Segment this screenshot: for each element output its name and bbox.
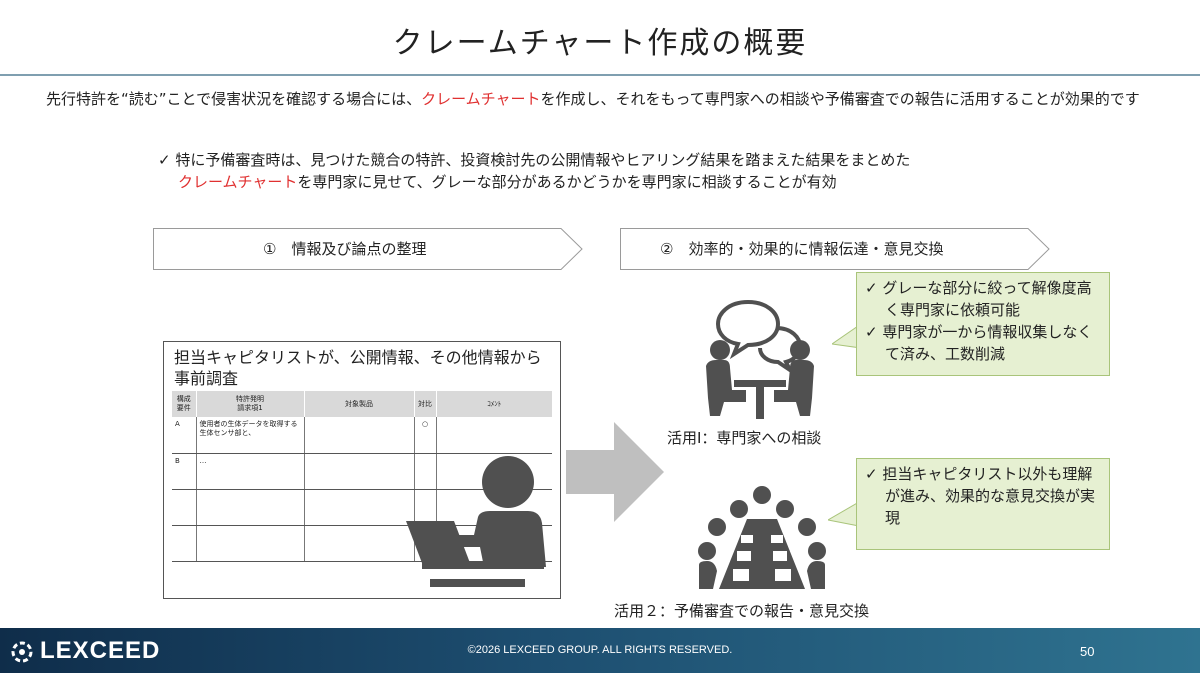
table-cell: A (172, 417, 196, 454)
header-cell: 対比 (413, 391, 436, 417)
table-cell: ○ (413, 417, 436, 454)
footer-brand: LEXCEED (40, 637, 161, 664)
table-cell (195, 525, 304, 562)
note-highlight: クレームチャート (178, 173, 298, 191)
table-row: B … (172, 453, 552, 490)
step-2-label: ② 効率的・効果的に情報伝達・意見交換 (660, 240, 944, 258)
footer-bar: LEXCEED ©2026 LEXCEED GROUP. ALL RIGHTS … (0, 628, 1200, 673)
table-row: A 使用者の生体データを取得する生体センサ部と、 ○ (172, 417, 552, 454)
callout-use2: ✓ 担当キャピタリスト以外も理解が進み、効果的な意見交換が実現 (856, 458, 1110, 550)
page-number: 50 (1080, 644, 1095, 659)
note-line-1: ✓ 特に予備審査時は、見つけた競合の特許、投資検討先の公開情報やヒアリング結果を… (158, 149, 1118, 171)
lexceed-logo-icon (11, 641, 33, 663)
callout-item: ✓ 担当キャピタリスト以外も理解が進み、効果的な意見交換が実現 (865, 465, 1096, 527)
note-text: ✓ 特に予備審査時は、見つけた競合の特許、投資検討先の公開情報やヒアリング結果を… (158, 149, 1118, 193)
table-cell: … (195, 453, 304, 490)
step-1-chevron: ① 情報及び論点の整理 (153, 228, 583, 270)
callout-use1: ✓ グレーな部分に絞って解像度高く専門家に依頼可能 ✓ 専門家が一から情報収集し… (856, 272, 1110, 376)
table-cell: 使用者の生体データを取得する生体センサ部と、 (195, 417, 304, 454)
note-line2: を専門家に見せて、グレーな部分があるかどうかを専門家に相談することが有効 (297, 173, 837, 191)
claim-chart-table: 構成 要件 特許発明 請求項1 対象製品 対比 ｺﾒﾝﾄ A 使用者の生体データ… (172, 391, 552, 562)
chevron-shape (620, 228, 1050, 270)
table-cell: B (172, 453, 196, 490)
table-cell (303, 417, 414, 454)
intro-part1: 先行特許を“読む”ことで侵害状況を確認する場合には、 (46, 90, 422, 108)
table-cell (303, 489, 414, 526)
arrow-right-icon (566, 422, 664, 522)
step-2-chevron: ② 効率的・効果的に情報伝達・意見交換 (620, 228, 1050, 270)
table-header-row: 構成 要件 特許発明 請求項1 対象製品 対比 ｺﾒﾝﾄ (172, 391, 552, 417)
person-laptop-icon (406, 456, 546, 587)
header-cell: 対象製品 (303, 391, 414, 417)
title-divider (0, 74, 1200, 76)
table-cell (303, 453, 414, 490)
callout-item: ✓ 専門家が一から情報収集しなくて済み、工数削減 (865, 323, 1093, 363)
step-1-label: ① 情報及び論点の整理 (263, 240, 427, 258)
table-cell (435, 417, 552, 454)
footer-copyright: ©2026 LEXCEED GROUP. ALL RIGHTS RESERVED… (467, 644, 733, 656)
caption-use1: 活用Ⅰ：専門家への相談 (667, 429, 822, 447)
intro-text: 先行特許を“読む”ことで侵害状況を確認する場合には、クレームチャートを作成し、そ… (46, 88, 1166, 110)
slide-title: クレームチャート作成の概要 (392, 26, 808, 61)
header-cell: 構成 要件 (172, 391, 196, 417)
table-cell (172, 525, 196, 562)
intro-part2: を作成し、それをもって専門家への相談や予備審査での報告に活用することが効果的です (540, 90, 1140, 108)
intro-highlight: クレームチャート (421, 90, 541, 108)
table-cell (303, 525, 414, 562)
consultation-icon (706, 299, 814, 419)
claim-chart-sheet: 担当キャピタリストが、公開情報、その他情報から事前調査 構成 要件 特許発明 請… (163, 341, 561, 599)
meeting-icon (698, 486, 826, 589)
table-cell (195, 489, 304, 526)
table-cell (172, 489, 196, 526)
note-line-2: クレームチャートを専門家に見せて、グレーな部分があるかどうかを専門家に相談するこ… (158, 171, 1118, 193)
table-cell (413, 453, 436, 490)
header-cell: 特許発明 請求項1 (195, 391, 304, 417)
check-icon: ✓ (158, 151, 171, 169)
header-cell: ｺﾒﾝﾄ (435, 391, 552, 417)
chevron-shape (153, 228, 583, 270)
caption-use2: 活用２：予備審査での報告・意見交換 (614, 602, 870, 620)
callout-item: ✓ グレーな部分に絞って解像度高く専門家に依頼可能 (865, 279, 1092, 319)
sheet-title: 担当キャピタリストが、公開情報、その他情報から事前調査 (174, 348, 542, 388)
note-line1: 特に予備審査時は、見つけた競合の特許、投資検討先の公開情報やヒアリング結果を踏ま… (175, 151, 911, 169)
